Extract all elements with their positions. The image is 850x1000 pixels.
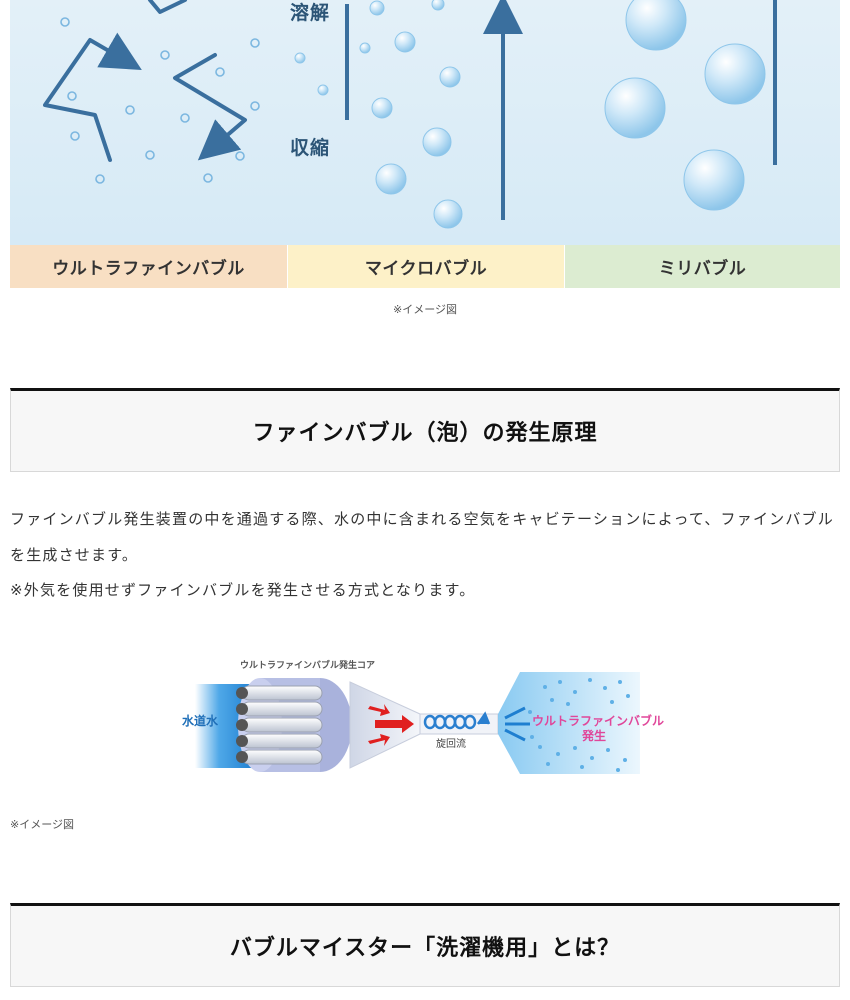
generation-diagram-caption: ※イメージ図 [10,818,74,831]
core-label: ウルトラファインバブル発生コア [240,661,376,671]
micro-column-arrows [345,0,523,220]
core-tubes-icon [236,685,323,765]
milli-bubbles [604,0,766,211]
micro-bubbles [294,0,463,229]
section-heading-generation-principle: ファインバブル（泡）の発生原理 [10,388,840,472]
bubble-type-bar: ウルトラファインバブル マイクロバブル ミリバブル [10,245,840,288]
bubble-figure-caption: ※イメージ図 [393,303,457,316]
bubble-scene-illustration: 溶解 収縮 [10,0,840,245]
paragraph-line: ※外気を使用せずファインバブルを発生させる方式となります。 [10,581,476,599]
bubble-scene-svg [43,0,777,229]
bubble-spray [498,672,640,774]
zigzag-arrows-icon [43,0,247,162]
swirl-label: 旋回流 [436,739,466,750]
generation-diagram-svg [195,672,640,774]
section-title: ファインバブル（泡）の発生原理 [252,421,598,446]
section-heading-bubble-meister: バブルマイスター「洗濯機用」とは？ [10,903,840,987]
ultra-fine-bubble-label: ウルトラファインバブル [532,714,665,728]
generation-label: 発生 [582,729,607,743]
bubble-size-figure: 溶解 収縮 ウルトラファインバブル マイクロバブル ミリバブル [10,0,840,288]
paragraph-line: を生成させます。 [10,545,139,564]
shrink-label: 収縮 [290,137,331,159]
bubble-type-micro: マイクロバブル [288,245,564,288]
bubble-type-ultra-fine: ウルトラファインバブル [10,245,287,288]
swirl-flow-icon [423,711,491,730]
generation-principle-text: ファインバブル発生装置の中を通過する際、水の中に含まれる空気をキャビテーションに… [10,502,840,609]
flow-arrows-icon [368,704,414,746]
section-title: バブルマイスター「洗濯機用」とは？ [229,936,621,961]
dissolve-label: 溶解 [290,2,331,24]
spray-arrows-icon [504,706,530,742]
water-label: 水道水 [182,714,219,728]
ultra-fine-bubbles [60,17,260,184]
generation-diagram: ウルトラファインバブル発生コア 水道水 旋回流 ウルトラファインバブル 発生 [180,652,664,777]
spray-dots [528,678,630,772]
bubble-type-milli: ミリバブル [565,245,840,288]
paragraph-line: ファインバブル発生装置の中を通過する際、水の中に含まれる空気をキャビテーションに… [10,510,834,528]
